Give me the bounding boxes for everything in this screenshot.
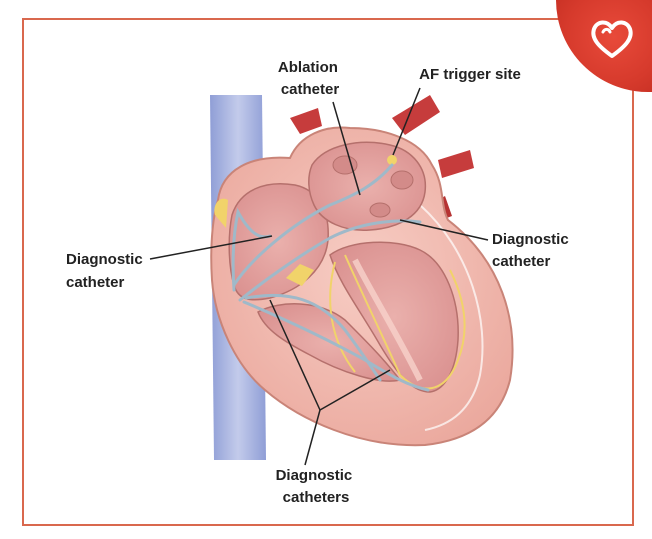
label-diagnostic-catheters-bottom: Diagnostic catheters bbox=[276, 467, 357, 506]
label-ablation-catheter: Ablation catheter bbox=[278, 59, 342, 98]
label-diagnostic-catheter-right: Diagnostic catheter bbox=[492, 231, 573, 270]
label-diagnostic-catheter-left: Diagnostic catheter bbox=[66, 251, 147, 291]
label-af-trigger-site: AF trigger site bbox=[419, 66, 521, 83]
